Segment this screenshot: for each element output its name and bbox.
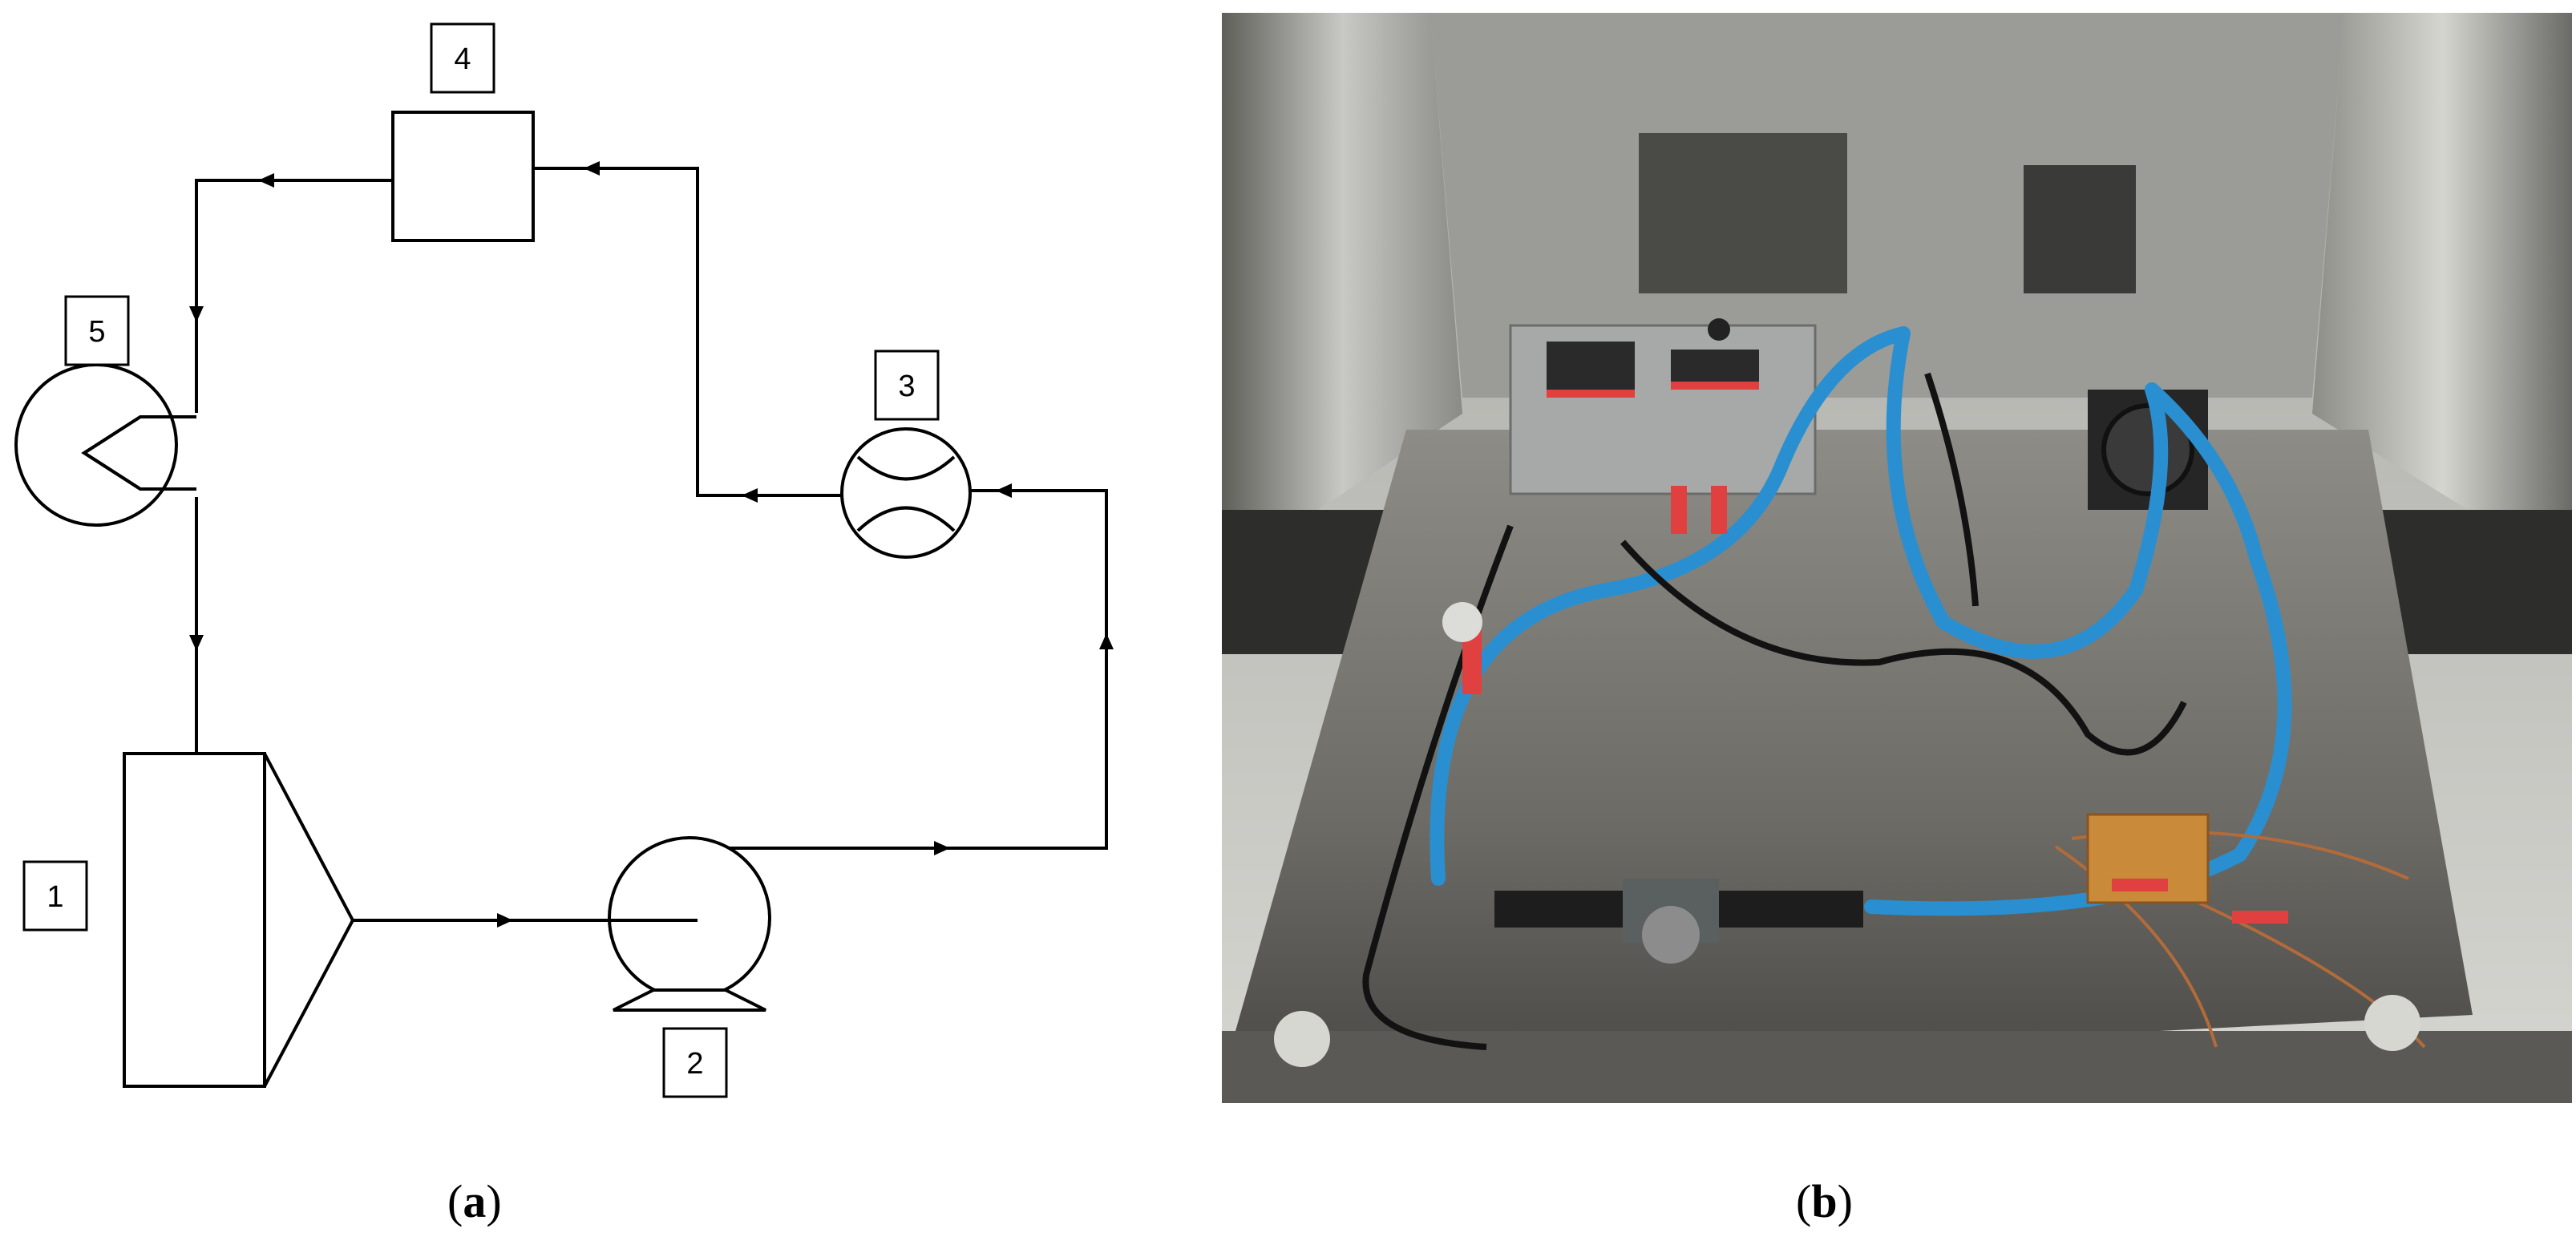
label-1: 1 (47, 880, 63, 914)
rig-photo-b (1222, 13, 2572, 1103)
arrow-left-icon (258, 173, 274, 188)
caption-b: (b) (1796, 1175, 1853, 1227)
label-box-1 (22, 860, 88, 932)
pipe-box-to-flowmeter (533, 167, 843, 497)
arrow-right-icon (934, 841, 950, 855)
arrow-down-icon (189, 306, 204, 322)
schematic-diagram-a: 1 2 3 4 5 (0, 0, 1155, 1122)
arrow-up-icon (1099, 633, 1114, 649)
flow-arrows (189, 161, 1114, 928)
label-3: 3 (898, 370, 915, 403)
arrow-right-icon (497, 913, 513, 928)
label-5: 5 (88, 315, 105, 349)
caption-a: (a) (447, 1175, 502, 1227)
heat-exchanger-component (14, 363, 196, 527)
tank-component (123, 752, 355, 1088)
label-box-3 (874, 350, 940, 421)
pipe-exchanger-to-box (195, 179, 393, 413)
label-box-4 (430, 22, 495, 94)
arrow-left-icon (742, 488, 758, 503)
arrow-left-icon (584, 161, 600, 176)
arrow-left-icon (996, 483, 1012, 498)
label-4: 4 (454, 42, 471, 76)
pump-component (608, 836, 771, 1012)
label-box-2 (662, 1027, 728, 1098)
flowmeter-component (840, 427, 972, 559)
label-2: 2 (686, 1047, 703, 1081)
box-component (391, 111, 535, 242)
label-box-5 (64, 295, 130, 366)
arrow-down-icon (189, 635, 204, 651)
pipe-flowmeter-to-pump (698, 489, 1108, 850)
